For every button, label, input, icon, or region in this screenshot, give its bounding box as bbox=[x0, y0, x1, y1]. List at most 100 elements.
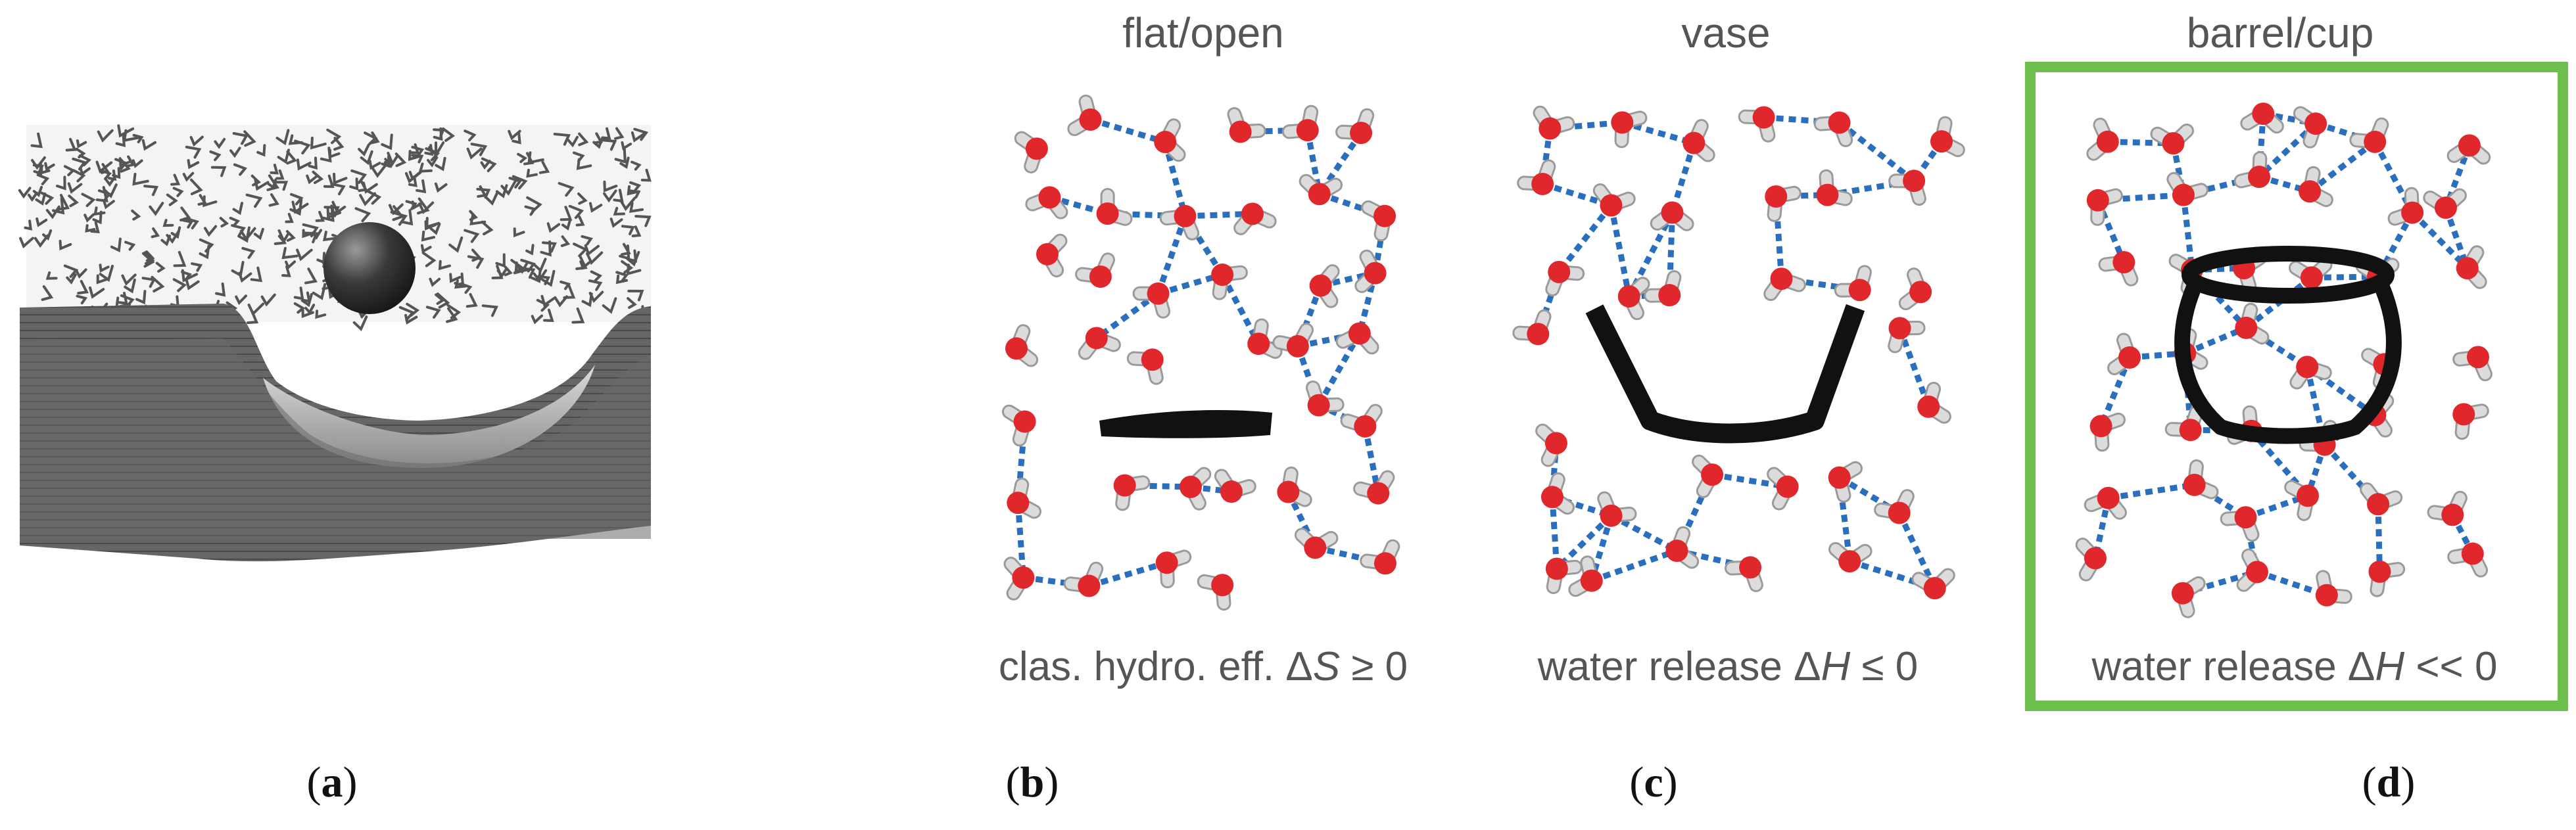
water-molecule bbox=[2228, 506, 2257, 534]
hydrogen-bond bbox=[2310, 142, 2375, 191]
water-molecule bbox=[1765, 185, 1794, 215]
hydrogen-bond bbox=[1900, 328, 1929, 407]
water-molecule bbox=[2172, 179, 2201, 206]
water-molecule bbox=[1348, 411, 1377, 438]
water-molecule bbox=[1205, 574, 1233, 603]
water-molecule bbox=[1658, 201, 1687, 223]
water-molecule bbox=[1114, 474, 1143, 504]
water-molecule bbox=[2454, 542, 2484, 570]
water-molecule bbox=[1541, 480, 1567, 509]
water-molecule bbox=[1367, 547, 1396, 575]
water-molecule bbox=[2090, 415, 2118, 444]
panel-b-water-network bbox=[1005, 102, 1396, 603]
water-molecule bbox=[1005, 331, 1031, 359]
water-molecule bbox=[2395, 195, 2424, 224]
water-molecule bbox=[2299, 173, 2326, 202]
water-molecule bbox=[2296, 356, 2325, 382]
water-molecule bbox=[2460, 346, 2489, 374]
water-molecule bbox=[1732, 556, 1761, 585]
water-molecule bbox=[1548, 261, 1577, 289]
panel-a-simulation bbox=[20, 125, 651, 561]
water-molecule bbox=[2244, 556, 2268, 585]
water-molecule bbox=[1097, 195, 1126, 225]
water-molecule bbox=[1343, 116, 1372, 144]
hydrogen-bond bbox=[2412, 213, 2468, 269]
water-molecule bbox=[2430, 195, 2460, 219]
water-molecule bbox=[1896, 170, 1925, 198]
water-molecule bbox=[1889, 317, 1919, 346]
water-molecule bbox=[1651, 277, 1681, 306]
water-molecule bbox=[2172, 582, 2199, 611]
water-molecule bbox=[1229, 114, 1259, 143]
guest-sphere bbox=[323, 222, 416, 314]
water-molecule bbox=[1071, 569, 1101, 597]
water-molecule bbox=[1036, 241, 1060, 270]
hydrogen-bond bbox=[1158, 216, 1185, 294]
water-molecule bbox=[1524, 166, 1554, 195]
water-molecule bbox=[1746, 106, 1775, 135]
label-c: (c) bbox=[1629, 758, 1677, 806]
water-molecule bbox=[2454, 134, 2484, 157]
hydrogen-bond bbox=[2109, 485, 2195, 498]
hydrogen-bond bbox=[1840, 123, 1915, 181]
panel-b-title: flat/open bbox=[1122, 9, 1284, 57]
water-molecule bbox=[1816, 177, 1845, 206]
water-molecule bbox=[2106, 251, 2135, 279]
water-molecule bbox=[1156, 551, 1185, 581]
water-molecule bbox=[2087, 189, 2116, 219]
water-molecule bbox=[1519, 317, 1549, 345]
water-molecule bbox=[2368, 561, 2398, 590]
hydrogen-bond bbox=[1611, 205, 1629, 296]
water-molecule bbox=[2301, 112, 2327, 141]
water-molecule bbox=[1682, 126, 1707, 155]
water-molecule bbox=[1699, 462, 1723, 491]
hydrogen-bond bbox=[1091, 120, 1166, 142]
panel-b-caption: clas. hydro. eff. ΔS ≥ 0 bbox=[999, 644, 1408, 689]
water-molecule bbox=[1082, 260, 1112, 288]
water-molecule bbox=[1821, 112, 1851, 140]
water-molecule bbox=[1906, 275, 1932, 303]
water-molecule bbox=[1542, 431, 1567, 460]
panel-d-title: barrel/cup bbox=[2187, 9, 2374, 57]
water-molecule bbox=[1306, 181, 1335, 206]
water-molecule bbox=[1134, 348, 1164, 377]
water-molecule bbox=[1538, 113, 1567, 140]
water-molecule bbox=[1600, 191, 1628, 216]
water-molecule bbox=[1279, 330, 1308, 357]
water-molecule bbox=[1930, 124, 1958, 152]
water-molecule bbox=[1774, 474, 1798, 503]
water-molecule bbox=[1241, 202, 1270, 228]
water-molecule bbox=[1011, 564, 1035, 593]
water-molecule bbox=[1180, 474, 1204, 503]
water-molecule bbox=[1154, 126, 1178, 154]
panel-d-caption: water release ΔH << 0 bbox=[2091, 644, 2498, 689]
water-molecule bbox=[1277, 474, 1304, 503]
water-molecule bbox=[1007, 485, 1034, 514]
hydrogen-bond bbox=[1592, 551, 1677, 581]
water-molecule bbox=[2235, 310, 2262, 339]
hydrogen-bond bbox=[1559, 205, 1611, 271]
water-molecule bbox=[1074, 102, 1101, 131]
water-molecule bbox=[1220, 476, 1249, 503]
water-molecule bbox=[2241, 158, 2270, 188]
water-molecule bbox=[2091, 487, 2120, 513]
water-molecule bbox=[2452, 403, 2482, 432]
water-molecule bbox=[2247, 103, 2276, 126]
water-molecule bbox=[2114, 340, 2141, 369]
water-molecule bbox=[1618, 284, 1643, 313]
water-molecule bbox=[2083, 545, 2107, 574]
water-molecule bbox=[1546, 557, 1575, 587]
water-molecule bbox=[1881, 496, 1911, 524]
water-molecule bbox=[2183, 467, 2212, 496]
water-molecule bbox=[1211, 264, 1241, 293]
water-molecule bbox=[2367, 490, 2395, 515]
label-a: (a) bbox=[307, 758, 358, 806]
water-molecule bbox=[2435, 498, 2464, 526]
panel-c-caption: water release ΔH ≤ 0 bbox=[1537, 644, 1919, 689]
water-molecule bbox=[1828, 467, 1855, 496]
label-b: (b) bbox=[1006, 758, 1059, 806]
water-molecule bbox=[1368, 205, 1396, 234]
water-molecule bbox=[1022, 137, 1048, 166]
flat-host-icon bbox=[1099, 410, 1272, 438]
